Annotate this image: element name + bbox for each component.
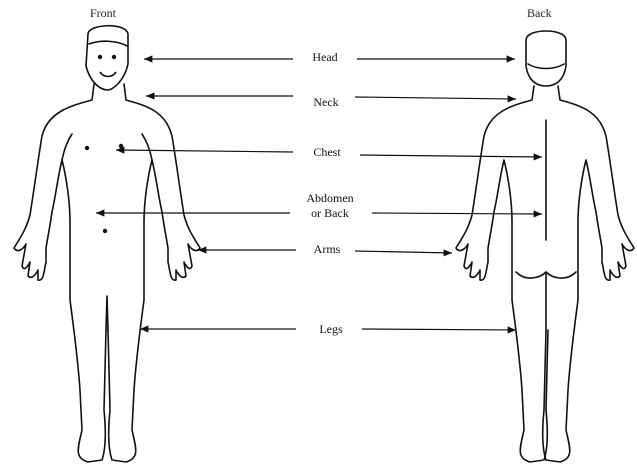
back-hairline (528, 64, 564, 69)
front-right-nipple (119, 144, 123, 148)
arms-label: Arms (300, 242, 354, 257)
back-body-left (456, 86, 548, 462)
chest-arrow-left (116, 150, 293, 152)
back-body-right (543, 86, 634, 462)
front-right-eye (112, 55, 116, 59)
chest-label: Chest (298, 145, 356, 160)
front-face (85, 55, 123, 233)
legs-arrow-right (362, 329, 516, 330)
front-body-left (14, 84, 106, 462)
front-navel (103, 229, 107, 233)
front-figure (14, 26, 200, 462)
neck-label: Neck (300, 95, 352, 110)
back-head-outline (526, 31, 566, 86)
front-inner-arm-right (142, 134, 152, 160)
front-left-nipple (85, 146, 89, 150)
front-view-label: Front (90, 6, 116, 21)
front-hairline (89, 41, 127, 46)
back-view-label: Back (527, 6, 552, 21)
legs-label: Legs (302, 322, 360, 337)
neck-arrow-right (355, 97, 516, 99)
abdomen-label: Abdomen or Back (290, 191, 370, 221)
abdomen-arrow-right (372, 213, 542, 214)
front-body-right (108, 84, 200, 462)
cropped-header (0, 0, 300, 5)
back-figure (456, 31, 634, 462)
front-inner-arm-left (62, 134, 72, 160)
front-mouth (100, 72, 116, 77)
head-label: Head (300, 50, 350, 65)
front-left-eye (98, 55, 102, 59)
front-head-outline (86, 26, 128, 90)
arms-arrow-right (355, 251, 452, 253)
front-leg-gap (106, 296, 108, 330)
chest-arrow-right (360, 155, 542, 157)
